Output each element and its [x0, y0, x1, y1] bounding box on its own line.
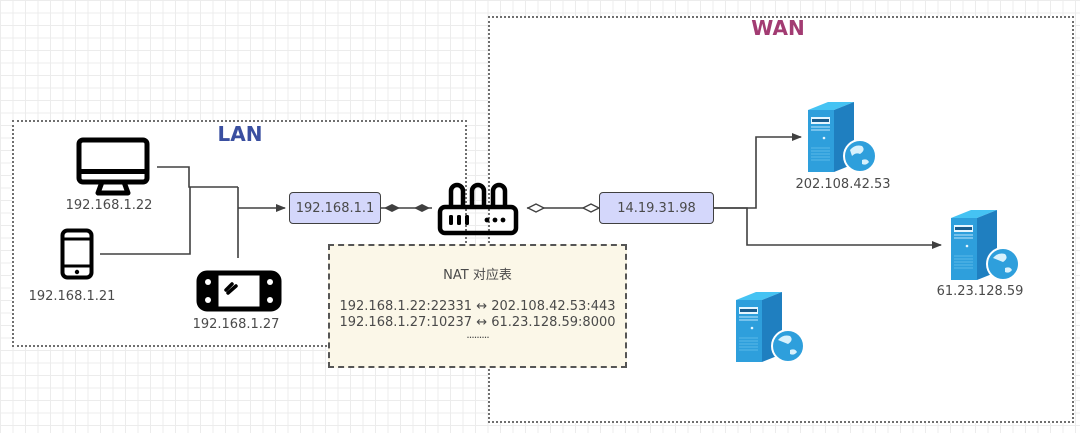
device-ip-label: 192.168.1.21 [28, 289, 116, 304]
lan-zone-title: LAN [217, 122, 263, 146]
server-ip-label: 61.23.128.59 [936, 284, 1024, 299]
nat-entry: 192.168.1.27:10237 ↔ 61.23.128.59:8000 [339, 315, 616, 330]
server-globe-icon[interactable] [800, 100, 880, 174]
server-globe-icon[interactable] [728, 290, 808, 364]
nat-table-title: NAT 对应表 [443, 268, 512, 283]
game-console-icon[interactable] [196, 270, 282, 312]
desktop-icon[interactable] [76, 137, 150, 199]
router-lan-ip-box[interactable]: 192.168.1.1 [289, 192, 381, 224]
router-icon[interactable] [437, 181, 519, 237]
nat-entry: 192.168.1.22:22331 ↔ 202.108.42.53:443 [339, 299, 616, 314]
smartphone-icon[interactable] [60, 228, 94, 280]
device-ip-label: 192.168.1.27 [192, 317, 280, 332]
server-ip-label: 202.108.42.53 [795, 177, 891, 192]
wan-zone-title: WAN [751, 16, 805, 40]
server-globe-icon[interactable] [943, 208, 1023, 282]
nat-ellipsis: ········· [466, 331, 489, 344]
device-ip-label: 192.168.1.22 [65, 198, 153, 213]
nat-table: NAT 对应表 192.168.1.22:22331 ↔ 202.108.42.… [328, 244, 627, 368]
router-wan-ip-box[interactable]: 14.19.31.98 [599, 192, 714, 224]
